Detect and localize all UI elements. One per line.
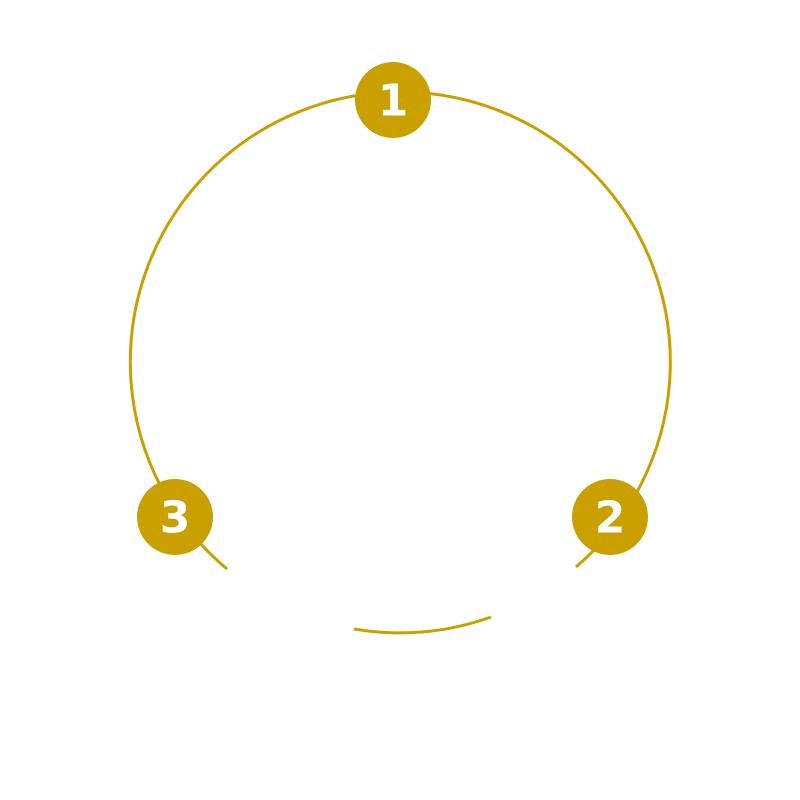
cycle-ring-bottom-arc: [353, 615, 492, 635]
step-3-label: 3: [160, 493, 191, 544]
step-3-node[interactable]: 3: [137, 479, 213, 555]
step-2-label: 2: [595, 493, 626, 544]
step-1-label: 1: [378, 76, 409, 127]
step-2-circle: [572, 479, 648, 555]
step-2-node[interactable]: 2: [572, 479, 648, 555]
step-1-circle: [355, 62, 431, 138]
step-3-circle: [137, 479, 213, 555]
step-1-node[interactable]: 1: [355, 62, 431, 138]
